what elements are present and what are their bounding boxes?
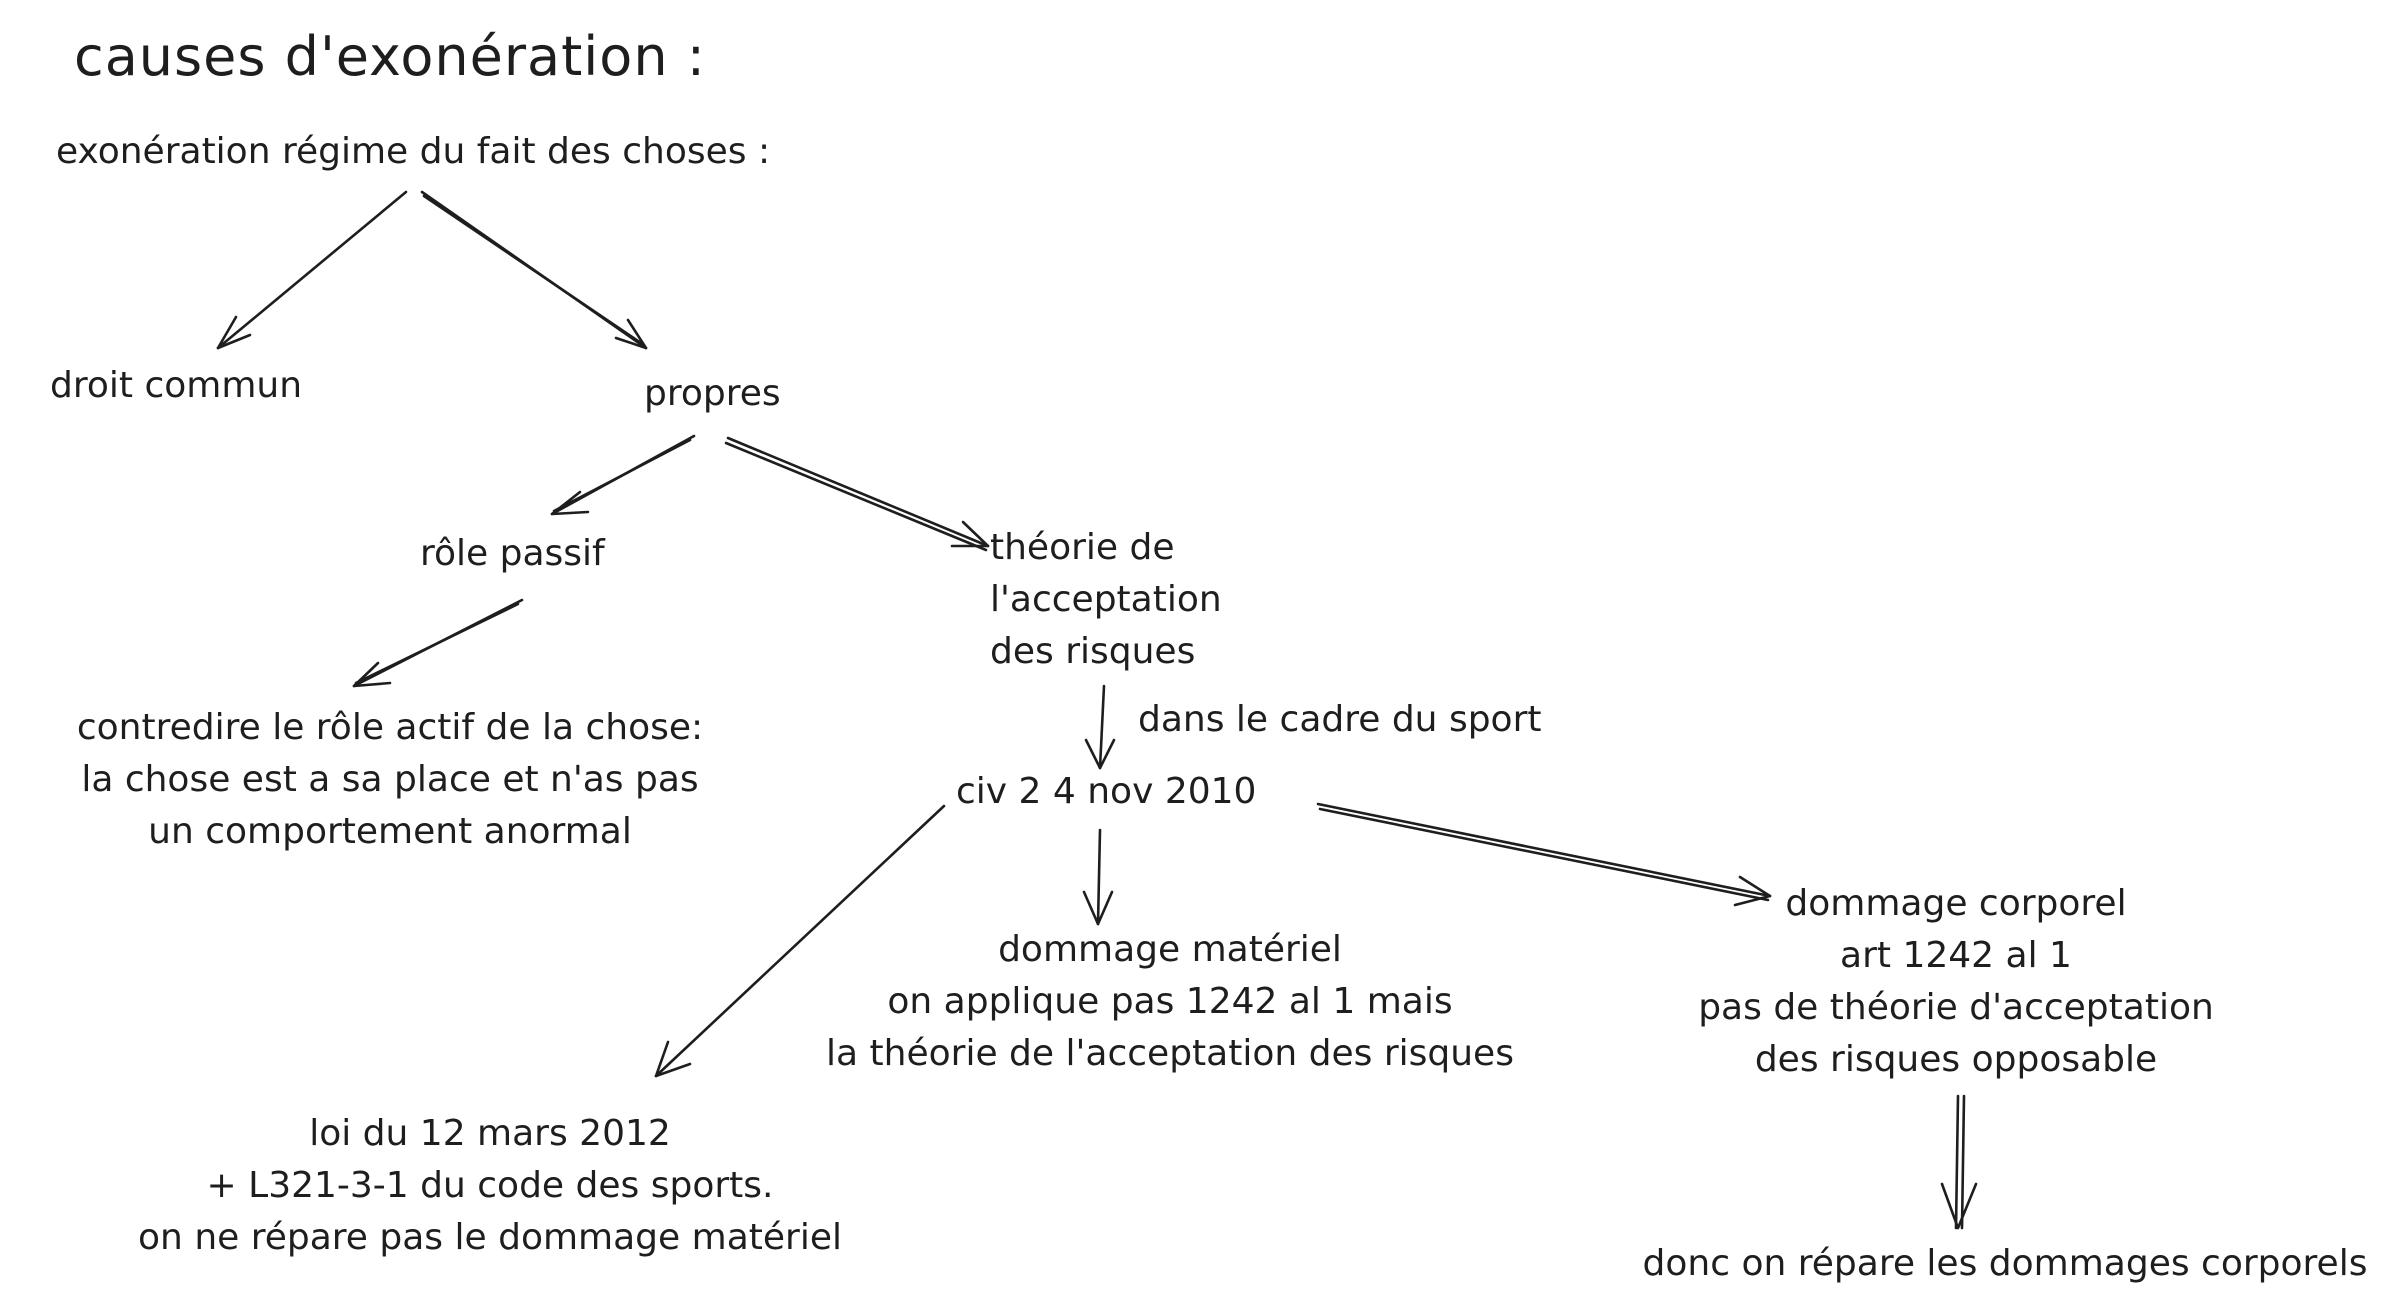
theorie-line-1: théorie de bbox=[990, 527, 1175, 568]
corporel-line-1: dommage corporel bbox=[1785, 883, 2127, 924]
node-droit-commun: droit commun bbox=[50, 365, 303, 406]
corporel-line-3: pas de théorie d'acceptation bbox=[1698, 987, 2214, 1028]
contredire-line-2: la chose est a sa place et n'as pas bbox=[81, 759, 699, 800]
contredire-line-3: un comportement anormal bbox=[148, 811, 632, 852]
node-civ: civ 2 4 nov 2010 bbox=[956, 771, 1257, 812]
arrow-root-to-propres bbox=[420, 190, 648, 350]
arrow-theorie-to-civ bbox=[1084, 684, 1116, 770]
arrow-propres-to-theorie bbox=[724, 436, 990, 552]
arrow-civ-to-loi bbox=[654, 804, 946, 1078]
node-dommage-corporel: dommage corporel art 1242 al 1 pas de th… bbox=[1626, 878, 2286, 1086]
materiel-line-2: on applique pas 1242 al 1 mais bbox=[887, 981, 1453, 1022]
loi-line-1: loi du 12 mars 2012 bbox=[309, 1113, 671, 1154]
arrow-civ-to-dommage-corporel bbox=[1316, 802, 1772, 907]
node-dommage-materiel: dommage matériel on applique pas 1242 al… bbox=[760, 924, 1580, 1080]
arrow-civ-to-dommage-materiel bbox=[1082, 828, 1114, 926]
node-loi: loi du 12 mars 2012 + L321-3-1 du code d… bbox=[100, 1108, 880, 1264]
arrow-root-to-droit-commun bbox=[216, 190, 408, 350]
theorie-line-2: l'acceptation bbox=[990, 579, 1222, 620]
corporel-line-4: des risques opposable bbox=[1754, 1039, 2158, 1080]
contredire-line-1: contredire le rôle actif de la chose: bbox=[76, 707, 704, 748]
materiel-line-1: dommage matériel bbox=[998, 929, 1342, 970]
node-role-passif: rôle passif bbox=[420, 533, 605, 574]
theorie-line-3: des risques bbox=[990, 631, 1196, 672]
corporel-line-2: art 1242 al 1 bbox=[1840, 935, 2072, 976]
loi-line-2: + L321-3-1 du code des sports. bbox=[206, 1165, 774, 1206]
diagram-title: causes d'exonération : bbox=[74, 25, 706, 88]
label-cadre-sport: dans le cadre du sport bbox=[1138, 699, 1542, 740]
arrow-propres-to-role-passif bbox=[550, 434, 696, 516]
arrow-role-passif-to-contredire bbox=[352, 598, 524, 688]
materiel-line-3: la théorie de l'acceptation des risques bbox=[826, 1033, 1514, 1074]
loi-line-3: on ne répare pas le dommage matériel bbox=[138, 1217, 842, 1258]
arrow-corporel-to-donc bbox=[1940, 1094, 1978, 1230]
node-propres: propres bbox=[644, 373, 781, 414]
node-donc: donc on répare les dommages corporels bbox=[1642, 1243, 2368, 1284]
node-root: exonération régime du fait des choses : bbox=[56, 131, 771, 172]
node-theorie: théorie de l'acceptation des risques bbox=[990, 522, 1222, 678]
node-contredire: contredire le rôle actif de la chose: la… bbox=[10, 702, 770, 858]
